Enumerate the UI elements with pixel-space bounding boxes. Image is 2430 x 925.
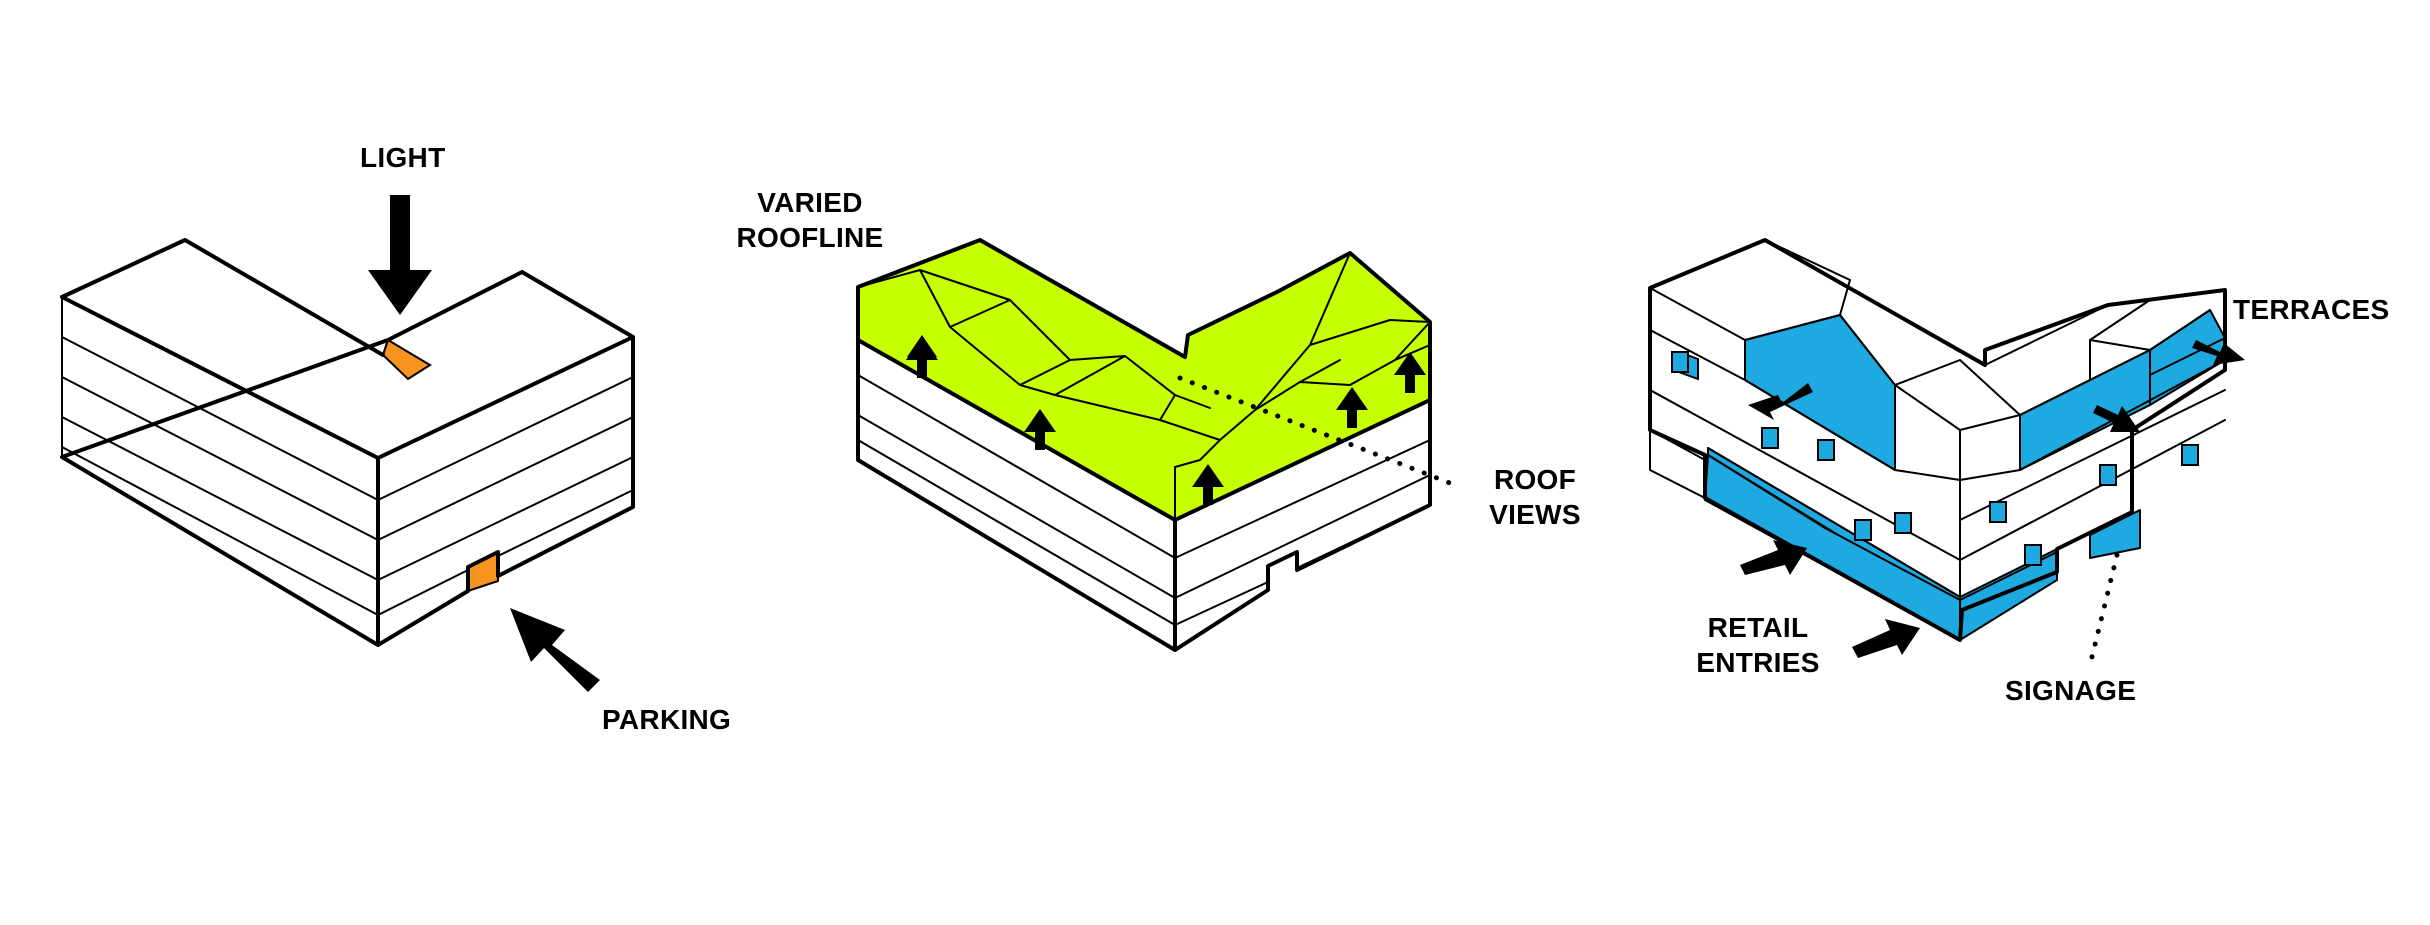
- window-icon: [1761, 427, 1779, 449]
- block3-windows: [1671, 351, 2199, 566]
- window-icon: [1817, 439, 1835, 461]
- label-terraces: TERRACES: [2233, 294, 2390, 325]
- block2-outline: [856, 238, 1432, 652]
- up-arrow-icon: [1192, 464, 1224, 505]
- window-icon: [2099, 464, 2117, 486]
- window-icon: [1989, 501, 2007, 523]
- label-parking: PARKING: [602, 704, 732, 735]
- up-arrow-icon: [906, 337, 938, 378]
- light-well-accent: [381, 338, 432, 381]
- label-light: LIGHT: [360, 142, 446, 173]
- block1-outline: [60, 238, 635, 647]
- massing-block-varied-roofline: [856, 238, 1463, 652]
- window-icon: [1671, 351, 1689, 373]
- window-icon: [2181, 444, 2199, 466]
- block2-floor-lines: [857, 374, 1431, 626]
- parking-arrow-icon: [510, 608, 600, 692]
- retail-entry-arrow-icon: [1852, 619, 1920, 658]
- block3-outline: [1648, 238, 2227, 642]
- label-roof-views: ROOF VIEWS: [1489, 464, 1581, 530]
- roof-up-arrows: [906, 335, 1426, 505]
- label-retail-entries: RETAIL ENTRIES: [1696, 612, 1820, 678]
- window-icon: [2024, 544, 2042, 566]
- massing-block-terraces-retail: [1648, 238, 2245, 668]
- roof-views-leader-line: [1177, 375, 1463, 490]
- up-arrow-icon: [1394, 352, 1426, 393]
- block1-right-floor-lines: [377, 376, 634, 616]
- up-arrow-icon: [1024, 409, 1056, 450]
- terrace-arrow-icon: [2093, 405, 2140, 432]
- label-varied-roofline: VARIED ROOFLINE: [736, 187, 884, 253]
- window-icon: [1854, 519, 1872, 541]
- block2-roof-facets: [857, 252, 1431, 468]
- terrace-arrow-icon: [2192, 340, 2245, 365]
- up-arrow-icon: [1336, 387, 1368, 428]
- signage-leader-line: [2087, 552, 2120, 668]
- retail-entry-arrow-icon: [1740, 540, 1807, 575]
- window-icon: [1894, 512, 1912, 534]
- label-signage: SIGNAGE: [2005, 675, 2137, 706]
- light-arrow-icon: [368, 195, 432, 315]
- block1-left-floor-lines: [61, 336, 379, 616]
- massing-block-light-parking: [60, 195, 635, 692]
- terrace-arrow-icon: [1748, 383, 1813, 420]
